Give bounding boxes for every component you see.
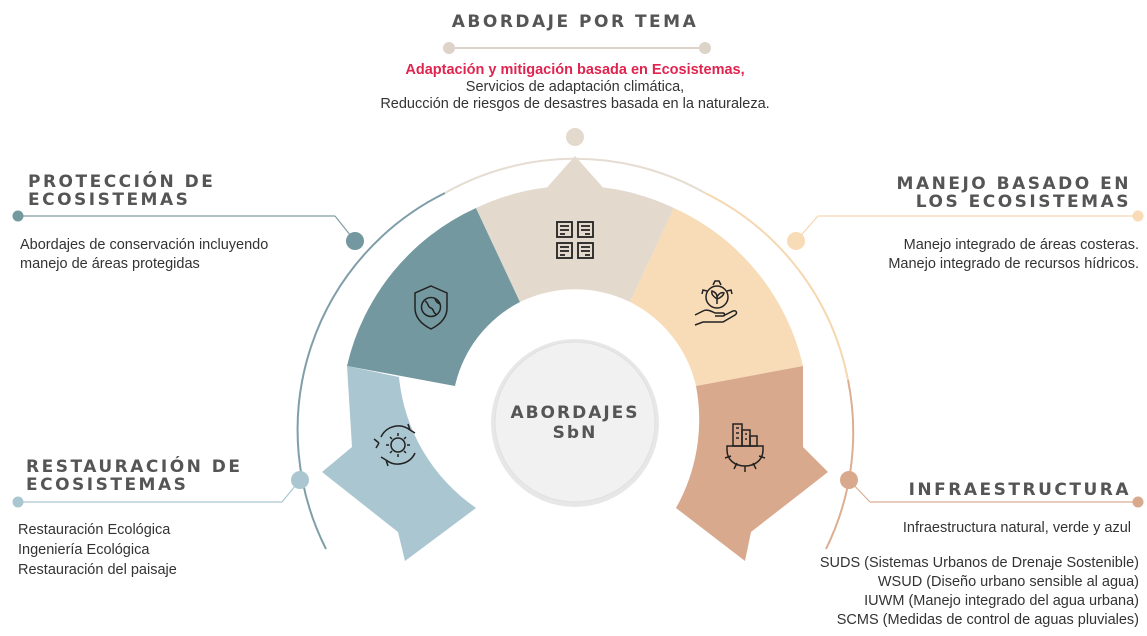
protection-title: PROTECCIÓN DE ECOSISTEMAS xyxy=(28,172,215,210)
top-line-1: Servicios de adaptación climática, xyxy=(465,79,685,95)
protection-title-line-1: PROTECCIÓN DE xyxy=(28,172,216,192)
cycle-gear-icon xyxy=(373,423,416,467)
outer-arc-infra xyxy=(825,379,855,550)
restoration-description: Restauración Ecológica Ingeniería Ecológ… xyxy=(18,520,177,580)
outer-arc-manejo xyxy=(704,192,849,381)
center-label-line-2: SbN xyxy=(552,423,598,443)
restoration-line-2: Ingeniería Ecológica xyxy=(18,542,150,558)
manejo-title-line-1: MANEJO BASADO EN xyxy=(896,174,1131,194)
protection-line-2: manejo de áreas protegidas xyxy=(20,256,200,272)
manejo-line-2: Manejo integrado de recursos hídricos. xyxy=(888,256,1139,272)
restoration-line-3: Restauración del paisaje xyxy=(18,562,177,578)
restoration-title-line-2: ECOSISTEMAS xyxy=(26,475,189,495)
city-gear-icon xyxy=(724,423,766,472)
top-line-2: Reducción de riesgos de desastres basada… xyxy=(380,96,770,112)
infra-connector-dot xyxy=(1132,496,1144,508)
restoration-title: RESTAURACIÓN DE ECOSISTEMAS xyxy=(26,457,243,495)
top-highlight: Adaptación y mitigación basada en Ecosis… xyxy=(405,62,745,78)
segment-theme xyxy=(476,185,674,302)
segment-theme-pointer xyxy=(535,156,615,201)
infra-title: INFRAESTRUCTURA xyxy=(908,480,1131,500)
top-title: ABORDAJE POR TEMA xyxy=(451,12,699,32)
infra-arc-dot xyxy=(840,471,858,489)
protection-title-line-2: ECOSISTEMAS xyxy=(28,190,191,210)
infra-line-2: WSUD (Diseño urbano sensible al agua) xyxy=(877,574,1139,590)
restoration-connector-dot xyxy=(12,496,24,508)
restoration-arc-dot xyxy=(291,471,309,489)
manejo-connector-dot xyxy=(1132,210,1144,222)
outer-arc-protection xyxy=(296,192,446,550)
center-label-line-1: ABORDAJES xyxy=(510,403,640,423)
restoration-title-line-1: RESTAURACIÓN DE xyxy=(26,457,243,477)
protection-line-1: Abordajes de conservación incluyendo xyxy=(20,237,269,253)
protection-arc-dot xyxy=(346,232,364,250)
infra-description: SUDS (Sistemas Urbanos de Drenaje Sosten… xyxy=(820,554,1139,630)
theme-arc-dot xyxy=(566,128,584,146)
top-description: Adaptación y mitigación basada en Ecosis… xyxy=(325,62,825,113)
center-circle xyxy=(494,341,656,503)
manejo-title-line-2: LOS ECOSISTEMAS xyxy=(915,192,1131,212)
infra-line-3: IUWM (Manejo integrado del agua urbana) xyxy=(864,593,1139,609)
manejo-description: Manejo integrado de áreas costeras. Mane… xyxy=(888,236,1139,274)
segment-protection xyxy=(347,208,520,386)
segment-infrastructure xyxy=(676,366,828,561)
manejo-line-1: Manejo integrado de áreas costeras. xyxy=(903,237,1139,253)
manejo-title: MANEJO BASADO EN LOS ECOSISTEMAS xyxy=(897,174,1131,212)
grid-pattern-icon xyxy=(556,221,594,259)
manejo-arc-dot xyxy=(787,232,805,250)
protection-description: Abordajes de conservación incluyendo man… xyxy=(20,236,268,274)
restoration-line-1: Restauración Ecológica xyxy=(18,522,171,538)
protection-connector-dot xyxy=(12,210,24,222)
infra-line-4: SCMS (Medidas de control de aguas pluvia… xyxy=(836,612,1139,628)
infra-line-1: SUDS (Sistemas Urbanos de Drenaje Sosten… xyxy=(819,555,1139,571)
infra-subtitle: Infraestructura natural, verde y azul xyxy=(902,520,1131,536)
top-connector-dot-right xyxy=(699,42,711,54)
center-label: ABORDAJES SbN xyxy=(495,403,655,443)
top-connector-dot-left xyxy=(443,42,455,54)
hand-gear-plant-icon xyxy=(694,280,738,326)
shield-globe-icon xyxy=(414,285,448,330)
